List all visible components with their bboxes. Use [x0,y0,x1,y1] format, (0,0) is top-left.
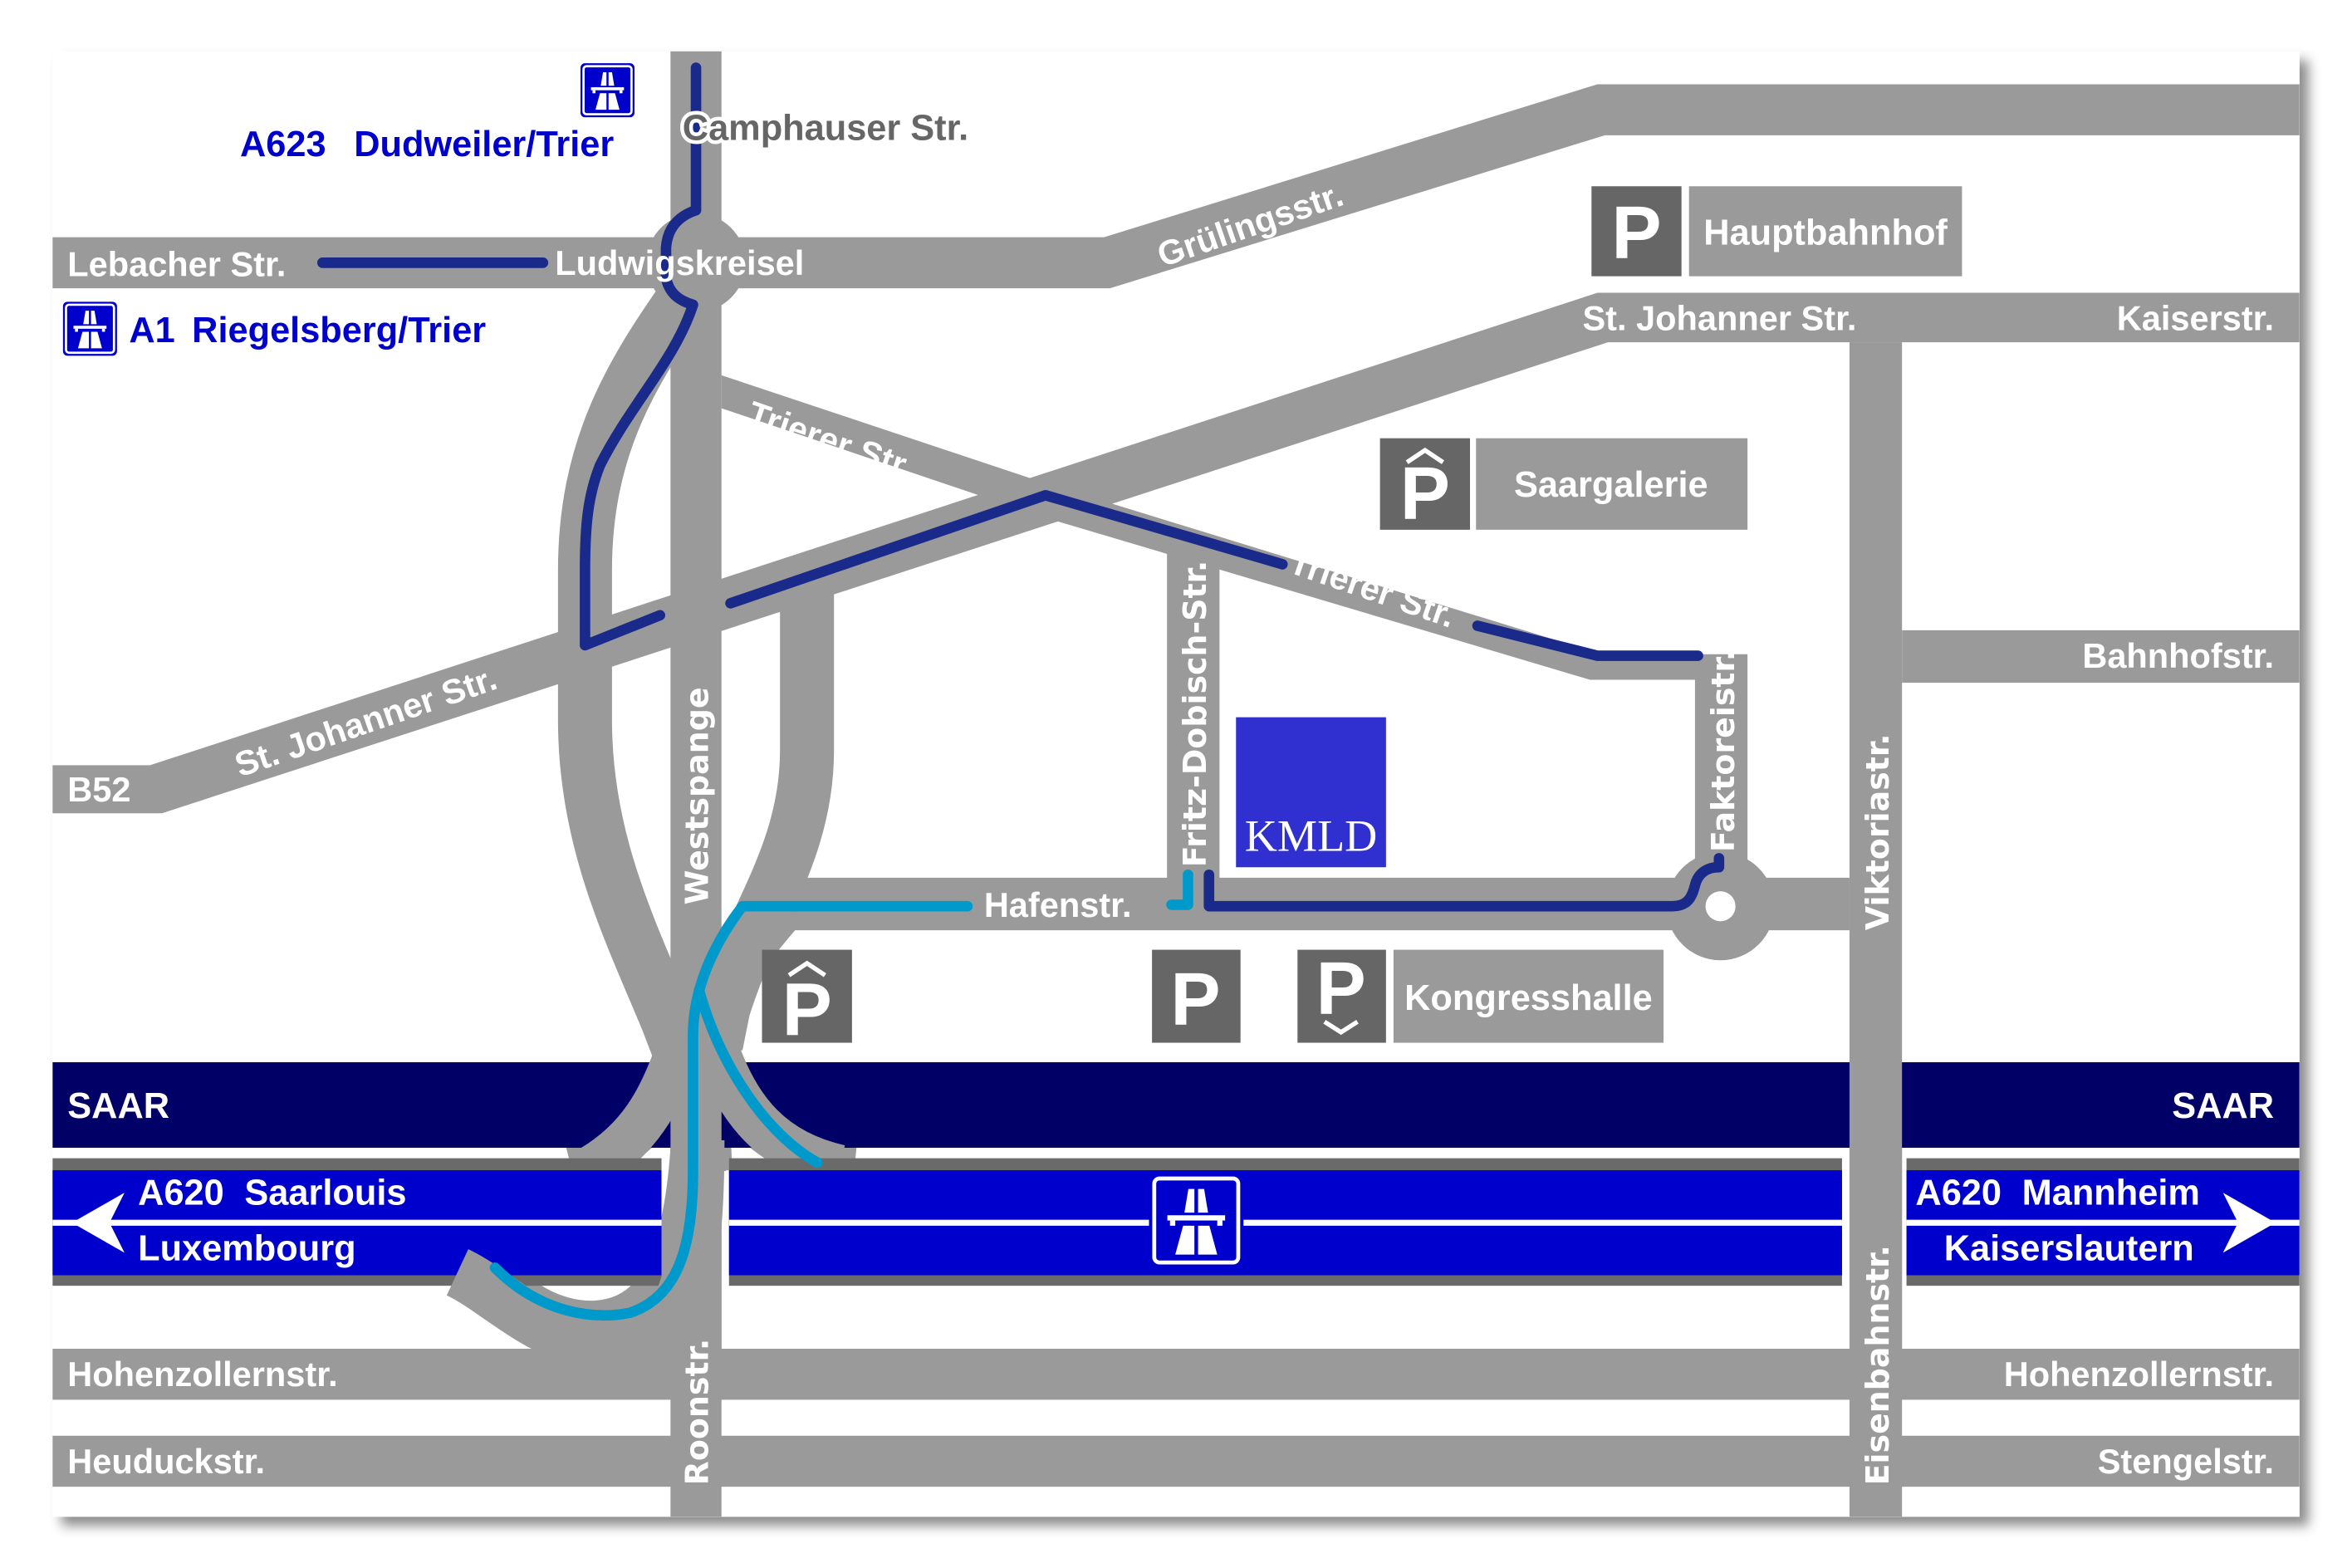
road-st-johanner-kaiserstr [52,292,2300,814]
road-eisenbahnstr-gap [1849,1147,1903,1358]
road-fritz-dobisch-str [1167,547,1220,885]
street-lebacher: Lebacher Str. [67,245,286,284]
road-heuduckstr-stengelstr [52,1435,2300,1487]
a620-west-line2: Luxembourg [138,1228,355,1268]
motorway-centerline-west [52,1219,662,1226]
arrow-right-icon [2222,1193,2276,1253]
street-bahnhofstr: Bahnhofstr. [2082,636,2274,675]
parking-kongresshalle-label-bg [1393,949,1664,1043]
street-eisenbahnstr: Eisenbahnstr. [1860,1245,1896,1485]
underground-chevron-icon [1323,1019,1359,1036]
autobahn-icon [61,300,119,357]
road-trierer-str [721,375,1748,863]
a620-west-number: A620 [138,1174,224,1213]
street-hohenzollern-right: Hohenzollernstr. [2004,1355,2274,1394]
parking-symbol: P [1400,452,1450,536]
parking-kongresshalle[interactable]: P Kongresshalle [1297,947,1664,1043]
street-roonstr: Roonstr. [679,1339,715,1486]
river-label-left: SAAR [67,1086,169,1126]
street-westspange: Westspange [679,687,715,904]
route-primary-trierer [1472,620,1703,661]
parking-garage-icon [1379,438,1470,530]
street-camphauser: Camphauser Str. [683,108,968,148]
street-kaiserstr: Kaiserstr. [2117,299,2274,338]
road-hohenzollernstr [52,1349,2300,1400]
parking-saargalerie-label-bg [1476,438,1748,530]
bridge-viktoriastr [1849,1059,1903,1151]
a623-destination: Dudweiler/Trier [354,125,614,164]
street-st-johanner-top: St. Johanner Str. [1582,299,1856,338]
parking-symbol: P [782,968,832,1052]
parking-hafen[interactable]: P [1152,949,1241,1043]
destination-kmld-label: KMLD [1245,811,1378,860]
parking-west-garage[interactable]: P [762,949,852,1052]
parking-underground-icon [1297,949,1386,1043]
street-faktoreistr: Faktoreistr. [1705,649,1742,852]
roof-chevron-icon [1405,447,1444,464]
a620-east-line1: Mannheim [2022,1174,2200,1213]
route-secondary-ramp-east [693,985,823,1169]
a620-east-number: A620 [1915,1174,2002,1213]
a620-west-line1: Saarlouis [244,1174,406,1213]
street-hafenstr: Hafenstr. [984,885,1132,924]
parking-symbol: P [1611,191,1661,275]
parking-kongresshalle-label: Kongresshalle [1404,978,1653,1018]
a1-destination: Riegelsberg/Trier [192,311,486,350]
roof-chevron-icon [787,960,826,978]
road-ramp-loop-lower [446,1139,725,1368]
route-secondary-a620 [489,900,973,1321]
street-viktoriastr: Viktoriastr. [1860,733,1896,930]
route-primary-a623 [580,62,702,651]
street-fritz-dobisch: Fritz-Dobisch-Str. [1177,561,1213,868]
autobahn-icon [1149,1174,1243,1268]
street-b52: B52 [67,770,130,809]
arrow-left-icon [71,1193,125,1253]
a623-number: A623 [240,125,326,164]
street-hohenzollern-left: Hohenzollernstr. [67,1355,337,1394]
river-label-right: SAAR [2172,1086,2274,1126]
parking-hauptbahnhof[interactable]: P Hauptbahnhof [1591,186,1962,277]
motorway-centerline-center [728,1219,1842,1226]
parking-symbol: P [1170,958,1220,1041]
a1-number: A1 [129,311,174,350]
autobahn-icon [579,61,636,119]
route-primary-hafenstr [1203,853,1725,912]
parking-hauptbahnhof-label: Hauptbahnhof [1703,213,1948,253]
street-ludwigskreisel: Ludwigskreisel [555,243,804,282]
bridge-ramp-left [580,1042,699,1187]
parking-saargalerie-label: Saargalerie [1514,465,1708,505]
route-primary-st-johanner [725,489,1288,609]
motorway-centerline-east [1906,1219,2300,1226]
parking-symbol: P [1316,947,1366,1031]
parking-icon [1152,949,1241,1043]
street-stengelstr: Stengelstr. [2098,1442,2274,1481]
parking-saargalerie[interactable]: P Saargalerie [1379,438,1748,537]
road-hafenstr [712,877,1850,1051]
a620-east-line2: Kaiserslautern [1944,1228,2194,1268]
parking-icon [1591,186,1682,277]
road-bahnhofstr [1902,630,2300,684]
parking-hauptbahnhof-label-bg [1688,186,1962,277]
route-secondary-hafenstr-end [1166,869,1193,910]
hafen-roundabout-island [1705,891,1736,922]
street-heuduckstr: Heuduckstr. [67,1442,265,1481]
river-saar [52,1062,2300,1148]
destination-kmld[interactable]: KMLD [1236,717,1386,868]
destination-kmld-box [1236,717,1386,868]
